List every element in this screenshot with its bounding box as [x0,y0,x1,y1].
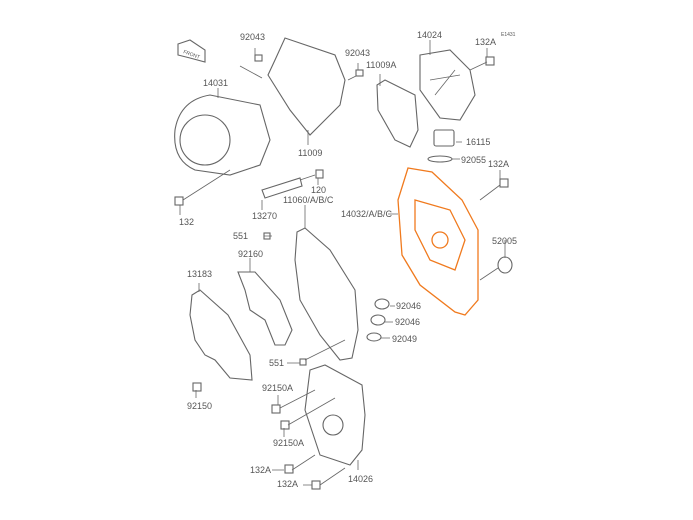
leader-lines [179,40,506,486]
label-14024: 14024 [417,30,442,40]
label-132A: 132A [475,37,496,47]
label-11009A: 11009A [366,60,396,70]
label-92043: 92043 [240,32,265,42]
label-13270: 13270 [252,211,277,221]
part-14032-cover-highlighted [397,167,479,316]
label-92150: 92150 [187,401,212,411]
label-14032: 14032/A/B/C [341,209,393,219]
label-551: 551 [233,231,248,241]
part-52005-seal [497,256,513,274]
part-labels: E1431 92043 92043 14024 132A 14031 11009… [179,30,517,489]
label-551: 551 [269,358,284,368]
label-13183: 13183 [187,269,212,279]
part-14026-cover [304,364,366,466]
part-92055-oring [427,155,453,163]
part-13183-plate [189,289,253,381]
svg-text:FRONT: FRONT [182,49,200,61]
label-14031: 14031 [203,78,228,88]
label-11009: 11009 [298,148,322,158]
fasteners [174,54,509,490]
part-11009A-gasket [376,79,419,148]
label-92150A: 92150A [262,383,293,393]
label-92049: 92049 [392,334,417,344]
label-120: 120 [311,185,326,195]
label-52005: 52005 [492,236,517,246]
label-92160: 92160 [238,249,263,259]
front-logo: FRONT [177,39,206,63]
label-92046: 92046 [395,317,420,327]
part-92160-plate [237,271,293,346]
label-14026: 14026 [348,474,373,484]
label-132A: 132A [488,159,509,169]
part-14031-cover [174,94,271,176]
label-92043: 92043 [345,48,370,58]
label-11060: 11060/A/B/C [283,195,334,205]
diagram-code: E1431 [501,32,516,38]
part-11060-gasket [294,227,359,361]
label-132: 132 [179,217,194,227]
label-92055: 92055 [461,155,486,165]
label-92046: 92046 [396,301,421,311]
part-16115 [433,129,455,147]
label-16115: 16115 [466,137,490,147]
part-13270-bracket [261,177,303,199]
part-14024-cover [419,49,476,121]
label-132A: 132A [277,479,298,489]
label-92150A: 92150A [273,438,304,448]
label-132A: 132A [250,465,271,475]
part-11009-gasket [267,37,346,136]
